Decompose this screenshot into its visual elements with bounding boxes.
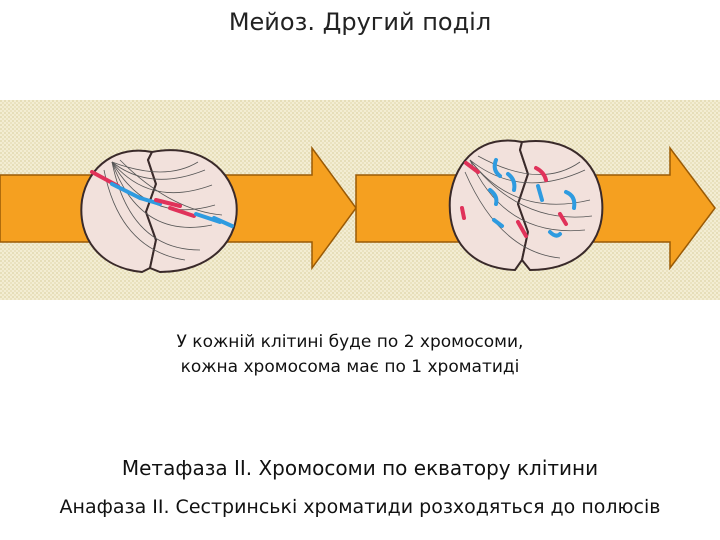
page-title: Мейоз. Другий поділ: [228, 8, 492, 36]
caption-line-2: кожна хромосома має по 1 хроматиді: [180, 357, 520, 377]
chromosomes-metaphase: [90, 170, 234, 228]
meiosis-diagram: [0, 100, 720, 300]
cell-right-half: [144, 149, 238, 274]
spindle-fibers: [464, 155, 593, 259]
caption-line-1: У кожній клітині буде по 2 хромосоми,: [176, 332, 524, 352]
metaphase-description: Метафаза ІІ. Хромосоми по екватору кліти…: [121, 456, 599, 480]
anaphase-description: Анафаза ІІ. Сестринські хроматиди розход…: [59, 496, 661, 518]
cell-left-half: [80, 149, 158, 274]
cell-anaphase-ii: [448, 139, 604, 272]
explanation-caption: У кожній клітині буде по 2 хромосоми, ко…: [130, 330, 570, 380]
cell-right-half: [516, 140, 604, 272]
cell-metaphase-ii: [80, 149, 238, 274]
chromosomes-anaphase: [460, 158, 577, 238]
